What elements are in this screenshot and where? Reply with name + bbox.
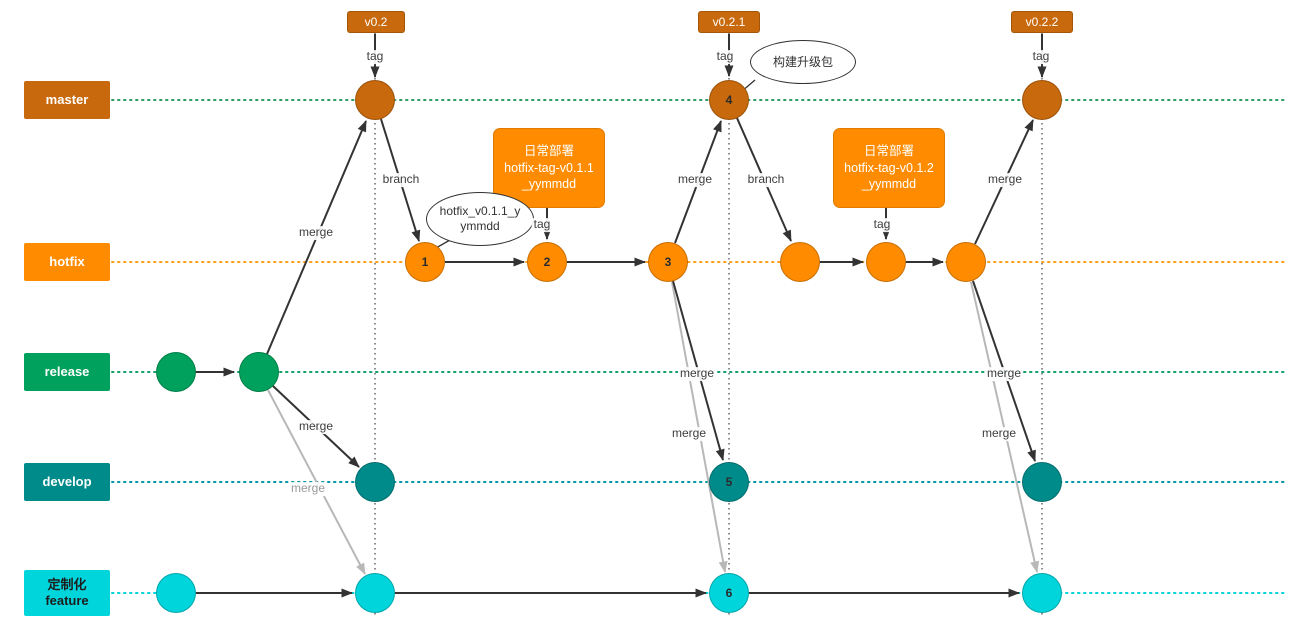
commit-node-hotfix-4 <box>780 242 820 282</box>
label-tag-deploy-1: tag <box>531 217 553 232</box>
branch-label-develop: develop <box>24 463 110 501</box>
callout-hotfix-version: hotfix_v0.1.1_yymmdd <box>426 192 534 246</box>
commit-node-hotfix-1: 1 <box>405 242 445 282</box>
commit-node-develop-1 <box>355 462 395 502</box>
commit-node-feature-6: 6 <box>709 573 749 613</box>
commit-node-hotfix-3: 3 <box>648 242 688 282</box>
label-tag-v0-2-2: tag <box>1030 49 1052 64</box>
label-merge-hotfix3-master4: merge <box>675 172 715 187</box>
commit-node-develop-3 <box>1022 462 1062 502</box>
label-branch-master-hotfix: branch <box>380 172 422 187</box>
branch-label-hotfix: hotfix <box>24 243 110 281</box>
tag-v0-2-2: v0.2.2 <box>1011 11 1073 33</box>
label-tag-v0-2-1: tag <box>714 49 736 64</box>
commit-node-master-1 <box>355 80 395 120</box>
label-tag-deploy-2: tag <box>871 217 893 232</box>
deploy-note-2: 日常部署 hotfix-tag-v0.1.2_yymmdd <box>833 128 945 208</box>
label-merge-release-develop: merge <box>296 419 336 434</box>
branch-label-release: release <box>24 353 110 391</box>
label-merge-hotfix-master: merge <box>985 172 1025 187</box>
tag-v0-2: v0.2 <box>347 11 405 33</box>
commit-node-feature-2 <box>355 573 395 613</box>
branch-label-feature: 定制化 feature <box>24 570 110 616</box>
label-tag-v0-2: tag <box>364 49 386 64</box>
arrow-merge-hotfix3-feature6 <box>671 281 728 573</box>
label-branch-master4-hotfix: branch <box>745 172 787 187</box>
label-merge-hotfix3-feature6: merge <box>669 426 709 441</box>
label-merge-hotfix-develop: merge <box>984 366 1024 381</box>
commit-node-hotfix-2: 2 <box>527 242 567 282</box>
branch-label-master: master <box>24 81 110 119</box>
commit-node-master-4: 4 <box>709 80 749 120</box>
deploy-note-1: 日常部署 hotfix-tag-v0.1.1_yymmdd <box>493 128 605 208</box>
label-merge-hotfix3-develop5: merge <box>677 366 717 381</box>
arrow-merge-release-feature <box>267 389 366 575</box>
callout-build-package: 构建升级包 <box>750 40 856 84</box>
tag-v0-2-1: v0.2.1 <box>698 11 760 33</box>
commit-node-develop-5: 5 <box>709 462 749 502</box>
commit-node-hotfix-6 <box>946 242 986 282</box>
commit-node-release-2 <box>239 352 279 392</box>
commit-node-feature-1 <box>156 573 196 613</box>
commit-node-feature-4 <box>1022 573 1062 613</box>
commit-node-release-1 <box>156 352 196 392</box>
label-merge-release-feature: merge <box>288 481 328 496</box>
commit-node-master-3 <box>1022 80 1062 120</box>
commit-node-hotfix-5 <box>866 242 906 282</box>
label-merge-release-master: merge <box>296 225 336 240</box>
arrow-merge-hotfix-feature <box>970 281 1040 573</box>
label-merge-hotfix-feature: merge <box>979 426 1019 441</box>
